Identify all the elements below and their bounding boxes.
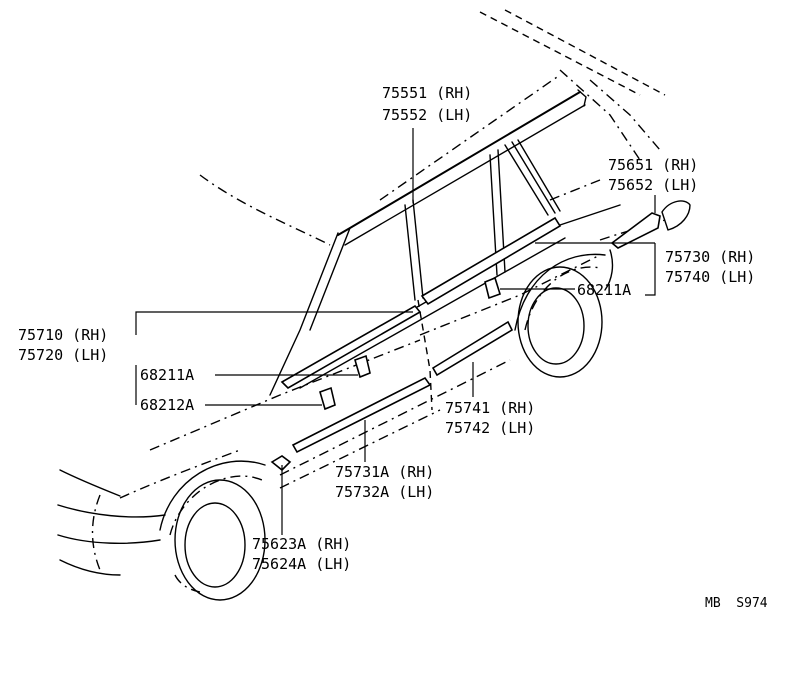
label-fender-molding-lh: 75624A (LH) [252, 555, 351, 573]
drawing-code: MB S974 [705, 596, 768, 611]
label-rear-door-side-molding-rh: 75741 (RH) [445, 399, 535, 417]
clip-front-lower [319, 386, 336, 411]
label-rear-door-side-molding-lh: 75742 (LH) [445, 419, 535, 437]
part-shapes [270, 200, 691, 472]
label-rear-belt-molding-rh: 75730 (RH) [665, 248, 755, 266]
label-front-belt-molding-rh: 75710 (RH) [18, 326, 108, 344]
label-quarter-molding-rh: 75651 (RH) [608, 156, 698, 174]
label-fender-molding-rh: 75623A (RH) [252, 535, 351, 553]
fender-molding-part [270, 455, 292, 472]
label-front-belt-molding-lh: 75720 (LH) [18, 346, 108, 364]
rear-door-side-molding-part [431, 320, 514, 377]
label-clip-rear: 68211A [577, 281, 631, 299]
label-front-door-side-molding-rh: 75731A (RH) [335, 463, 434, 481]
label-clip-front-upper: 68211A [140, 366, 194, 384]
label-clip-front-lower: 68212A [140, 396, 194, 414]
front-belt-molding-part [280, 304, 422, 389]
clip-front-upper [354, 354, 371, 379]
rear-belt-molding-part [420, 216, 562, 306]
callout-labels: 75551 (RH) 75552 (LH) 75651 (RH) 75652 (… [18, 84, 768, 611]
leader-lines [135, 128, 656, 535]
clip-rear [484, 276, 501, 300]
label-rear-belt-molding-lh: 75740 (LH) [665, 268, 755, 286]
label-roof-molding-lh: 75552 (LH) [382, 106, 472, 124]
front-door-side-molding-part [291, 376, 432, 454]
label-roof-molding-rh: 75551 (RH) [382, 84, 472, 102]
label-quarter-molding-lh: 75652 (LH) [608, 176, 698, 194]
car-body-outline [57, 9, 666, 601]
quarter-molding-part [610, 212, 661, 249]
label-front-door-side-molding-lh: 75732A (LH) [335, 483, 434, 501]
